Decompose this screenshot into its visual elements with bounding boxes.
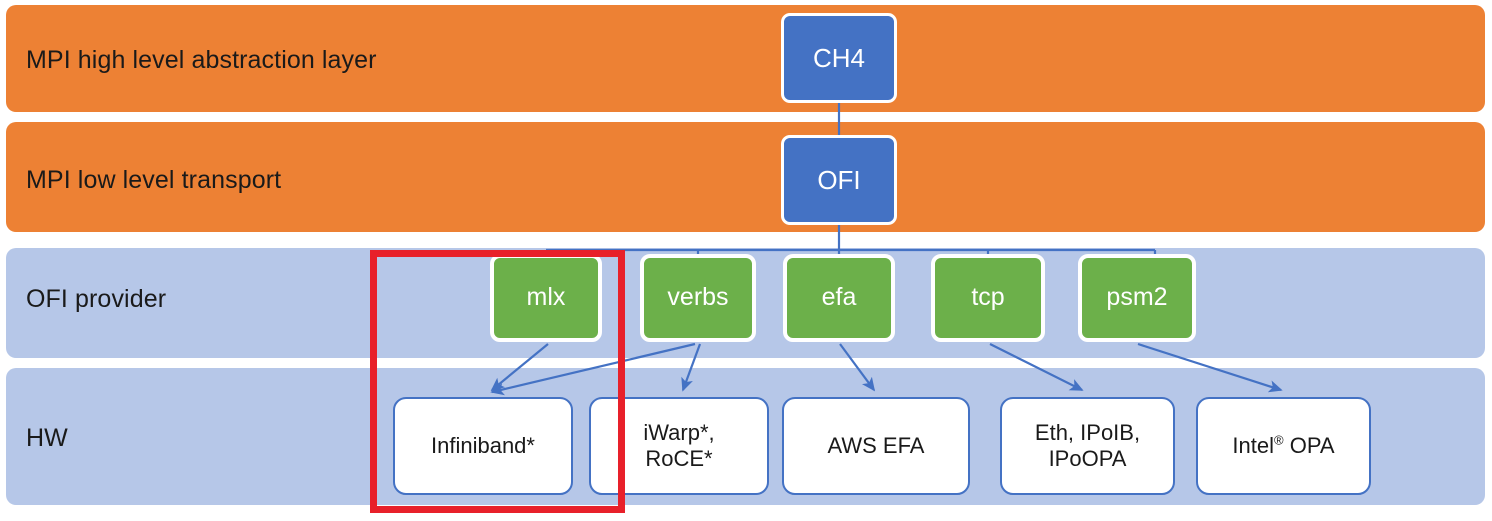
band-label-mpi-high-level: MPI high level abstraction layer xyxy=(26,46,377,74)
node-provider-efa-label: efa xyxy=(821,283,857,312)
node-provider-verbs[interactable]: verbs xyxy=(640,254,756,342)
node-hw-intel-opa-brand: Intel xyxy=(1232,433,1275,459)
node-ch4[interactable]: CH4 xyxy=(781,13,897,103)
registered-trademark-icon: ® xyxy=(1274,432,1284,448)
node-hw-eth-ipoib-line2: IPoOPA xyxy=(1048,446,1127,471)
node-hw-aws-efa-label: AWS EFA xyxy=(827,433,925,459)
node-provider-efa[interactable]: efa xyxy=(783,254,895,342)
node-provider-tcp[interactable]: tcp xyxy=(931,254,1045,342)
node-hw-intel-opa-label: Intel® OPA xyxy=(1232,433,1334,459)
band-mpi-low-level xyxy=(6,122,1485,232)
node-hw-eth-ipoib-line1: Eth, IPoIB, xyxy=(1034,420,1141,446)
node-provider-psm2[interactable]: psm2 xyxy=(1078,254,1196,342)
node-hw-infiniband-label: Infiniband* xyxy=(431,433,535,459)
node-hw-infiniband[interactable]: Infiniband* xyxy=(393,397,573,495)
node-hw-eth-ipoib-label: Eth, IPoIB, IPoOPA xyxy=(1035,420,1140,472)
node-provider-mlx-label: mlx xyxy=(526,283,566,312)
highlight-rectangle-mlx-infiniband xyxy=(370,250,625,513)
node-hw-eth-ipoib[interactable]: Eth, IPoIB, IPoOPA xyxy=(1000,397,1175,495)
node-provider-verbs-label: verbs xyxy=(667,283,729,312)
node-ch4-label: CH4 xyxy=(812,42,865,73)
node-hw-iwarp-roce-line1: iWarp*, xyxy=(643,420,715,446)
node-provider-tcp-label: tcp xyxy=(971,283,1005,312)
band-label-hw: HW xyxy=(26,424,68,452)
node-provider-mlx[interactable]: mlx xyxy=(490,254,602,342)
node-hw-intel-opa[interactable]: Intel® OPA xyxy=(1196,397,1371,495)
node-provider-psm2-label: psm2 xyxy=(1106,283,1168,312)
node-hw-iwarp-roce-label: iWarp*, RoCE* xyxy=(643,420,714,472)
node-ofi-label: OFI xyxy=(817,164,861,195)
band-label-ofi-provider: OFI provider xyxy=(26,285,167,313)
node-hw-iwarp-roce-line2: RoCE* xyxy=(645,446,713,471)
node-hw-intel-opa-suffix: OPA xyxy=(1283,433,1335,459)
band-mpi-high-level xyxy=(6,5,1485,112)
node-hw-aws-efa[interactable]: AWS EFA xyxy=(782,397,970,495)
node-ofi[interactable]: OFI xyxy=(781,135,897,225)
band-label-mpi-low-level: MPI low level transport xyxy=(26,166,282,194)
